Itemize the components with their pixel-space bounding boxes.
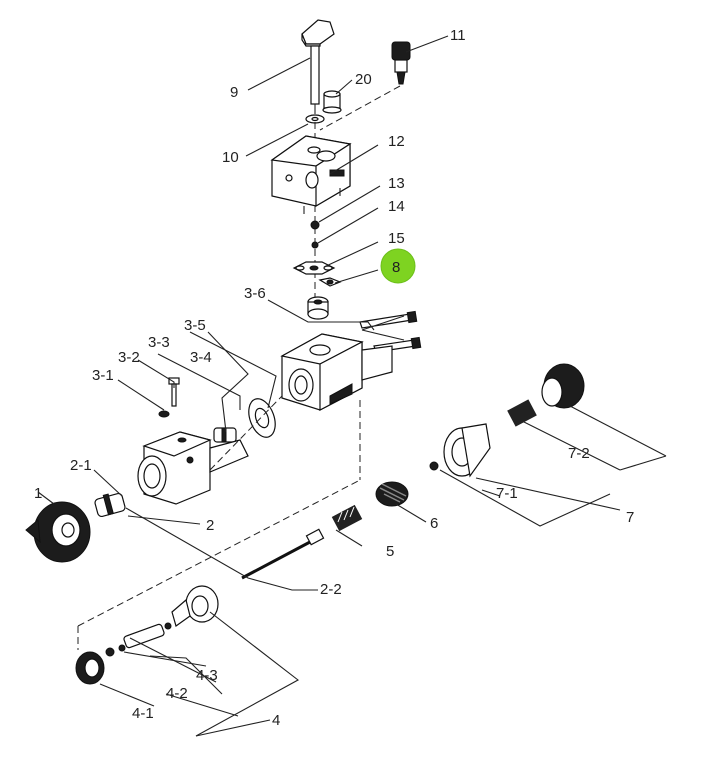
label-3-1: 3-1	[92, 367, 114, 384]
label-4-2: 4-2	[166, 685, 188, 702]
label-3-3: 3-3	[148, 334, 170, 351]
part-7-2-spring	[507, 399, 537, 427]
part-3-6-cylinder	[307, 296, 329, 320]
label-2-2: 2-2	[320, 581, 342, 598]
label-14: 14	[388, 198, 405, 215]
label-3-5: 3-5	[184, 317, 206, 334]
label-15: 15	[388, 230, 405, 247]
part-3-4-gasket	[248, 398, 276, 438]
part-7-1-ball	[429, 461, 439, 471]
label-13: 13	[388, 175, 405, 192]
label-3-6: 3-6	[244, 285, 266, 302]
part-2-1-nozzle	[94, 492, 126, 518]
label-7-2: 7-2	[568, 445, 590, 462]
label-3-2: 3-2	[118, 349, 140, 366]
part-11-adjust-screw	[391, 41, 411, 85]
part-2-2-needle	[241, 528, 325, 580]
part-12-valve-block	[270, 135, 352, 214]
part-4-2-oring	[105, 644, 126, 657]
label-2-1: 2-1	[70, 457, 92, 474]
part-1-air-cap	[25, 501, 91, 563]
part-3-1-washer	[158, 410, 170, 418]
part-13-ball	[310, 220, 320, 230]
part-7-guide	[443, 423, 491, 478]
label-20: 20	[355, 71, 372, 88]
part-4-1-ring	[75, 651, 105, 685]
label-3-4: 3-4	[190, 349, 212, 366]
label-7-1: 7-1	[496, 485, 518, 502]
part-7-knob	[541, 363, 585, 409]
label-10: 10	[222, 149, 239, 166]
part-6-spring	[375, 481, 409, 507]
part-14-oring	[311, 241, 319, 249]
main-body-block	[280, 333, 393, 411]
label-5: 5	[386, 543, 394, 560]
part-20-nut	[322, 90, 342, 114]
label-1: 1	[34, 485, 42, 502]
part-5-spring	[331, 504, 363, 532]
part-15-gasket	[292, 261, 336, 275]
label-4: 4	[272, 712, 280, 729]
label-4-3: 4-3	[196, 667, 218, 684]
label-4-1: 4-1	[132, 705, 154, 722]
label-11: 11	[450, 27, 466, 44]
part-9-valve-knob	[301, 19, 335, 114]
label-8: 8	[392, 259, 400, 276]
part-3-3-fitting	[213, 427, 237, 443]
gun-head-body	[137, 431, 249, 505]
label-9: 9	[230, 84, 238, 101]
label-7: 7	[626, 509, 634, 526]
part-4-3-valve	[123, 622, 172, 649]
part-10-washer	[305, 114, 325, 124]
leader-lines	[37, 35, 667, 737]
label-12: 12	[388, 133, 405, 150]
label-2: 2	[206, 517, 214, 534]
highlight-marker	[380, 248, 416, 284]
label-6: 6	[430, 515, 438, 532]
part-4-regulator	[171, 585, 219, 627]
